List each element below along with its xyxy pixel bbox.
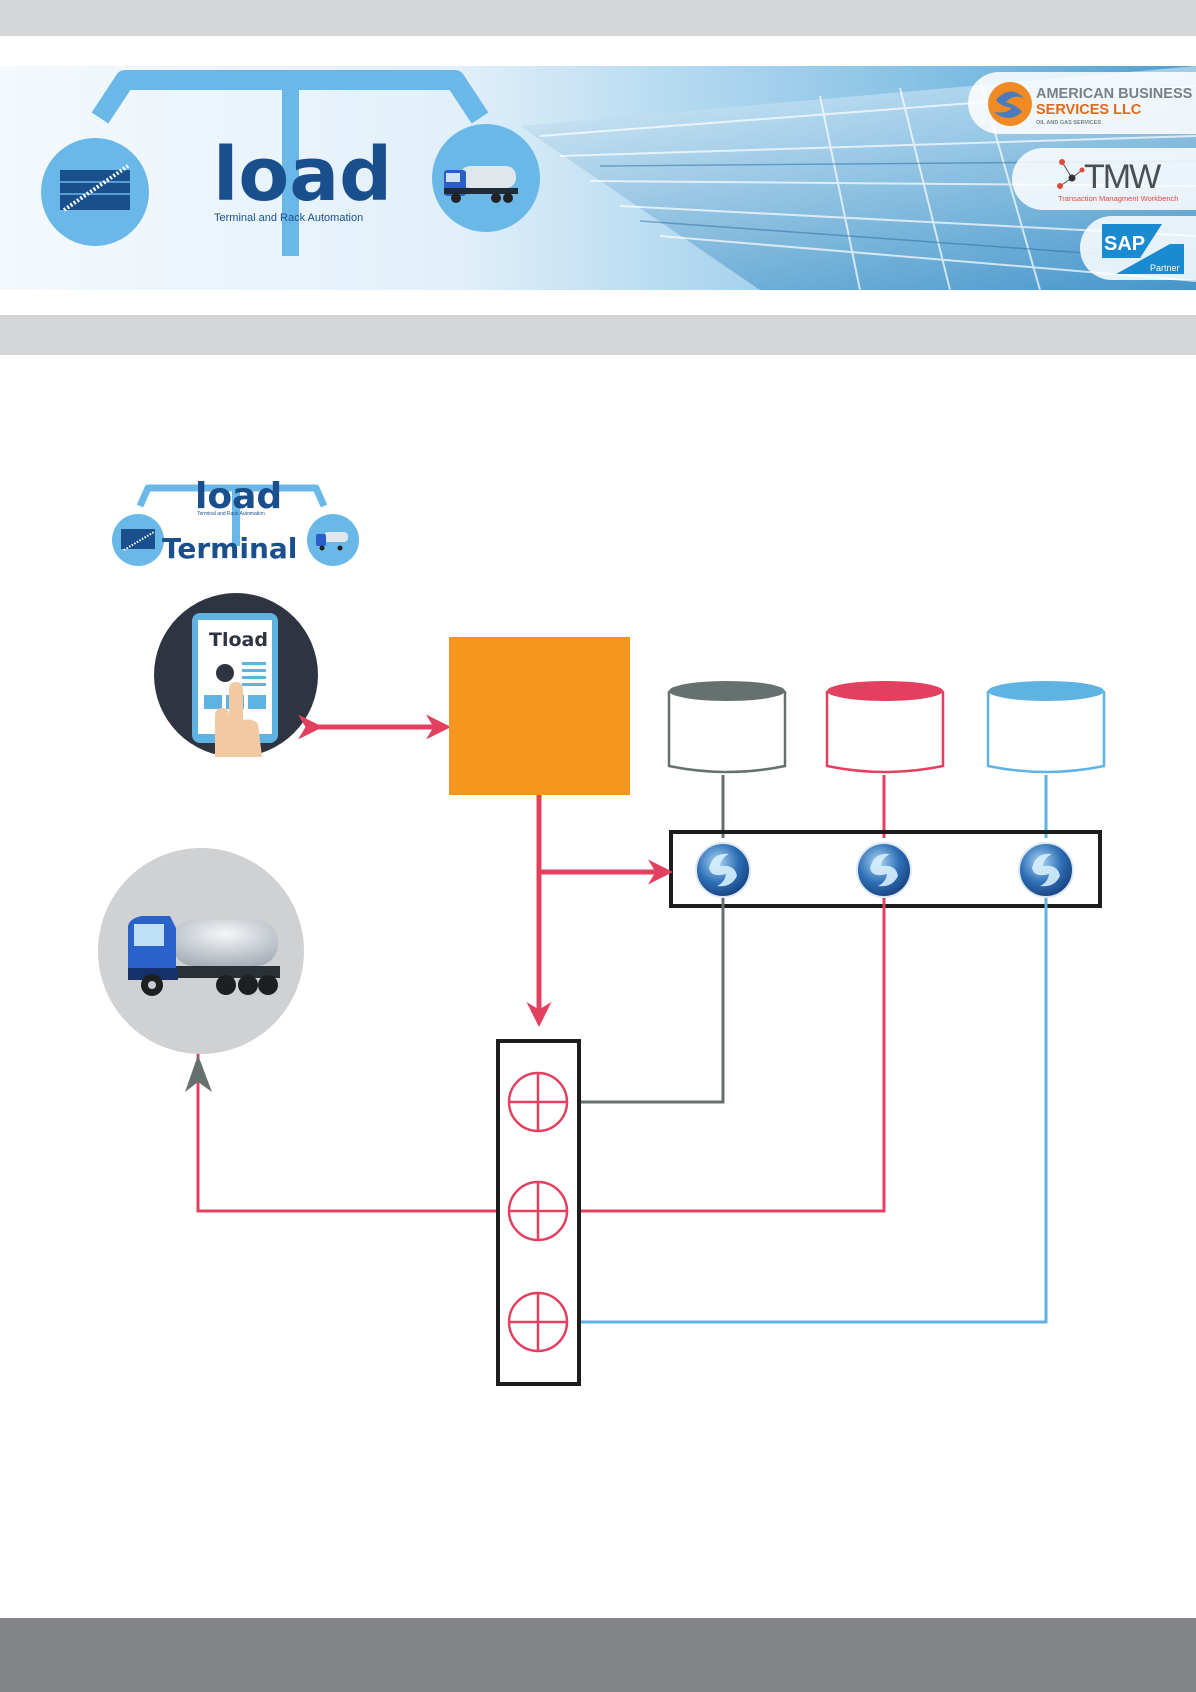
- tank-red: [825, 681, 945, 774]
- tank-gray: [667, 681, 787, 774]
- banner-brand-tagline: Terminal and Rack Automation: [214, 212, 363, 224]
- terminal-label: Terminal: [162, 532, 297, 565]
- banner-graphic: load Terminal and Rack Automation AMERIC…: [0, 66, 1196, 290]
- tmw-logo: TMW Transaction Managment Workbench: [1012, 148, 1196, 210]
- tmw-name: TMW: [1084, 158, 1161, 196]
- sap-name: SAP: [1104, 233, 1145, 255]
- sap-partner-logo: SAP Partner: [1080, 216, 1196, 280]
- tablet-node: Tload: [154, 593, 318, 757]
- tload-terminal-logo: load Terminal and Rack Automation Termin…: [112, 476, 359, 566]
- meter-icon: [507, 1291, 569, 1353]
- mini-brand-tagline: Terminal and Rack Automation: [197, 511, 265, 517]
- mini-truck-icon: [316, 532, 348, 551]
- tablet-label: Tload: [209, 629, 268, 651]
- terminal-diagram: load Terminal and Rack Automation Termin…: [0, 440, 1196, 1440]
- banner-brand-word: load: [213, 132, 392, 218]
- top-bar: [0, 0, 1196, 36]
- truck-arrowhead: [185, 1055, 212, 1092]
- meter-icon: [507, 1071, 569, 1133]
- footer-bar: [0, 1618, 1196, 1692]
- abs-line2: SERVICES LLC: [1036, 102, 1142, 118]
- diagram-canvas: load Terminal and Rack Automation Termin…: [98, 476, 1106, 1386]
- mini-brand-word: load: [195, 476, 282, 517]
- banner-truck-icon: [444, 166, 518, 203]
- network-icon: [1057, 159, 1085, 189]
- pump-icon: [1018, 842, 1074, 898]
- blue-product-line: [557, 885, 1048, 1324]
- pump-icon: [856, 842, 912, 898]
- tank-blue: [986, 681, 1106, 774]
- truck-node: [98, 848, 304, 1054]
- controller-box: [449, 637, 630, 795]
- meter-icon: [507, 1180, 569, 1242]
- gray-product-line: [557, 885, 725, 1104]
- pump-icon: [695, 842, 751, 898]
- abs-logo: AMERICAN BUSINESS SERVICES LLC OIL AND G…: [968, 72, 1196, 134]
- abs-line3: OIL AND GAS SERVICES: [1036, 120, 1101, 126]
- tanker-truck-icon: [128, 916, 280, 996]
- mini-tank-icon: [121, 529, 155, 549]
- finger-icon: [215, 682, 262, 757]
- storage-tank-icon: [60, 164, 130, 212]
- abs-line1: AMERICAN BUSINESS: [1036, 86, 1193, 102]
- section-bar: [0, 315, 1196, 355]
- sap-badge: Partner: [1150, 263, 1180, 273]
- header-banner: load Terminal and Rack Automation AMERIC…: [0, 66, 1196, 290]
- tmw-tagline: Transaction Managment Workbench: [1058, 194, 1178, 203]
